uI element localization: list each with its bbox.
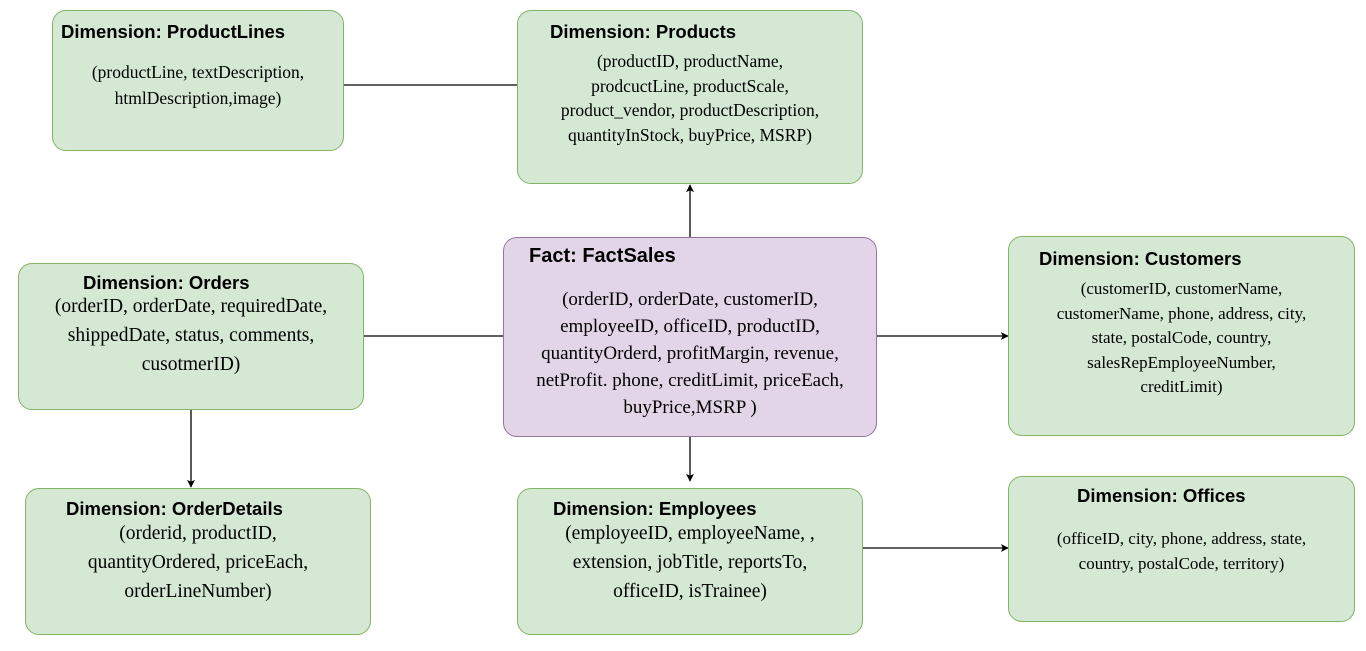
customers-title: Dimension: Customers xyxy=(1039,248,1242,269)
employees-attributes: (employeeID, employeeName, , extension, … xyxy=(565,523,815,602)
products-box[interactable]: Dimension: Products (productID, productN… xyxy=(517,10,863,184)
productlines-title: Dimension: ProductLines xyxy=(61,21,286,42)
orderdetails-box[interactable]: Dimension: OrderDetails (orderid, produc… xyxy=(25,488,371,635)
orderdetails-title: Dimension: OrderDetails xyxy=(66,498,283,519)
offices-box[interactable]: Dimension: Offices (officeID, city, phon… xyxy=(1008,476,1355,622)
orders-box[interactable]: Dimension: Orders (orderID, orderDate, r… xyxy=(18,263,364,410)
orders-title: Dimension: Orders xyxy=(83,272,250,293)
factsales-box[interactable]: Fact: FactSales (orderID, orderDate, cus… xyxy=(503,237,877,437)
employees-title: Dimension: Employees xyxy=(553,498,757,519)
employees-box[interactable]: Dimension: Employees (employeeID, employ… xyxy=(517,488,863,635)
factsales-title: Fact: FactSales xyxy=(529,245,676,267)
productlines-box[interactable]: Dimension: ProductLines (productLine, te… xyxy=(52,10,344,151)
offices-title: Dimension: Offices xyxy=(1077,485,1246,506)
products-title: Dimension: Products xyxy=(550,21,737,42)
factsales-attributes: (orderID, orderDate, customerID, employe… xyxy=(536,289,844,418)
offices-attributes: (officeID, city, phone, address, state, … xyxy=(1056,529,1307,573)
productlines-attributes: (productLine, textDescription, htmlDescr… xyxy=(91,62,305,108)
orderdetails-attributes: (orderid, productID, quantityOrdered, pr… xyxy=(87,523,309,602)
customers-attributes: (customerID, customerName, customerName,… xyxy=(1056,279,1307,396)
customers-box[interactable]: Dimension: Customers (customerID, custom… xyxy=(1008,236,1355,436)
orders-attributes: (orderID, orderDate, requiredDate, shipp… xyxy=(54,296,328,375)
products-attributes: (productID, productName, prodcuctLine, p… xyxy=(560,51,820,145)
